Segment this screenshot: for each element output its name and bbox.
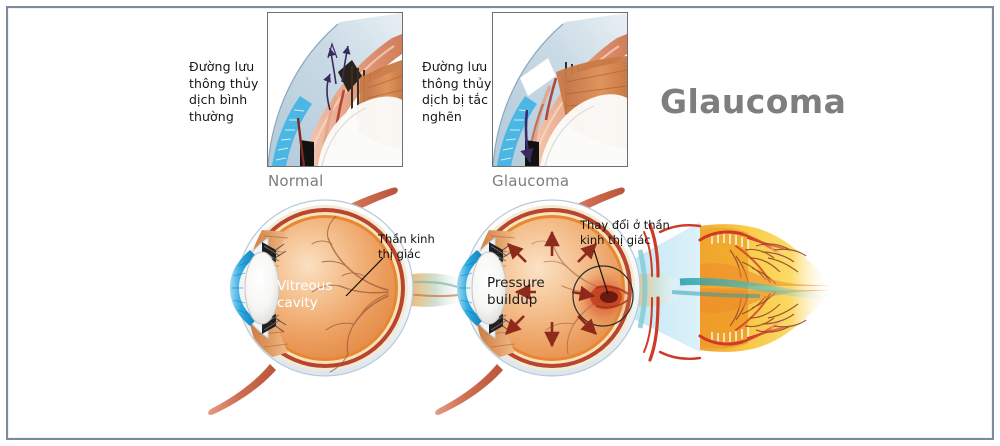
page-title: Glaucoma	[660, 82, 847, 121]
cornea-striations	[232, 261, 249, 315]
leader-line-optic-nerve	[345, 257, 384, 297]
inferior-oblique-muscle-2	[435, 364, 503, 415]
magnified-optic-nerve-head	[637, 223, 837, 362]
normal-eye-diagram	[208, 187, 460, 415]
vitreous-cavity	[255, 218, 395, 358]
label-blocked-aqueous-flow: Đường lưu thông thủy dịch bị tắc nghẽn	[422, 59, 492, 124]
lens	[244, 251, 280, 325]
caption-glaucoma: Glaucoma	[492, 172, 570, 190]
label-pressure-buildup: Pressure buildup	[487, 275, 545, 308]
glaucoma-eye-diagram	[435, 187, 700, 415]
cornea-2	[457, 250, 483, 326]
pressure-arrows	[505, 230, 597, 348]
inferior-oblique-muscle	[208, 364, 276, 415]
central-retinal-vessels	[643, 223, 702, 362]
excavated-optic-disc	[590, 285, 629, 309]
inset-glaucoma-artwork	[493, 13, 627, 166]
nerve-sheath-teal	[679, 277, 837, 299]
cornea	[230, 250, 256, 326]
inset-normal-artwork	[268, 13, 402, 166]
label-vitreous-cavity: Vitreous cavity	[277, 278, 333, 311]
leader-line-nerve-change	[593, 249, 609, 295]
annotation-optic-nerve: Thần kinh thị giác	[378, 232, 435, 261]
magnifier-circle	[572, 265, 634, 327]
retinal-vessels	[311, 215, 389, 373]
annotation-optic-nerve-change: Thay đổi ở thần kinh thị giác	[580, 218, 670, 247]
caption-normal: Normal	[268, 172, 324, 190]
label-normal-aqueous-flow: Đường lưu thông thủy dịch bình thường	[189, 59, 259, 124]
lens-2	[471, 251, 507, 325]
